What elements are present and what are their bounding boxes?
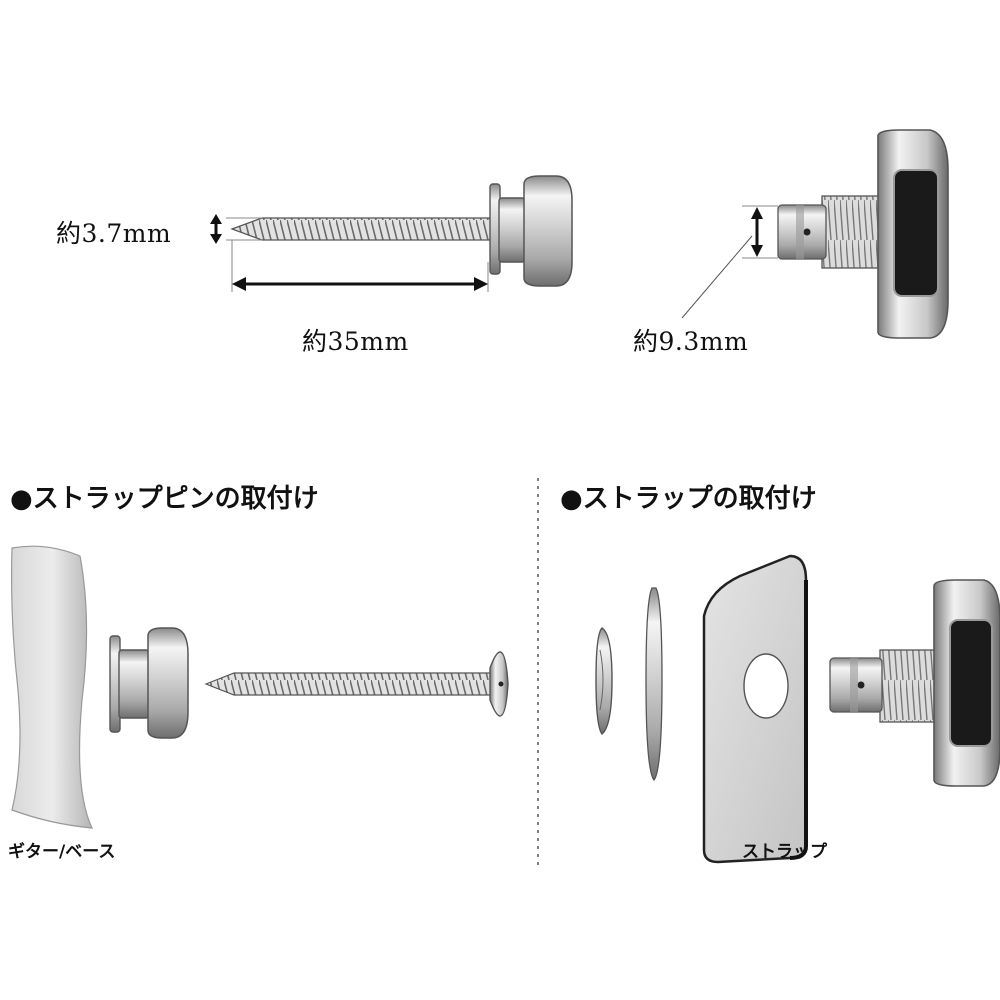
guitar-body-caption: ギター/ベース	[8, 842, 116, 862]
pin-install-heading: ●ストラップピンの取付け	[10, 484, 319, 514]
strap-install-diagram	[595, 554, 1000, 864]
strap-install-heading: ●ストラップの取付け	[560, 484, 817, 514]
leader-line	[681, 235, 753, 319]
pin-neck	[498, 197, 526, 263]
length-label: 約35mm	[302, 327, 409, 356]
install-screw	[204, 672, 493, 696]
pin-with-screw-top	[210, 175, 573, 292]
guitar-body	[11, 545, 93, 829]
head-diameter-label: 約9.3mm	[633, 327, 749, 356]
pin-head	[523, 175, 573, 287]
diameter-label: 約3.7mm	[56, 219, 172, 248]
pin-install-diagram	[11, 545, 509, 829]
strap-lock-top	[681, 129, 949, 339]
screw-shank	[230, 217, 493, 241]
strap-hole	[743, 653, 789, 719]
strap-caption: ストラップ	[742, 842, 827, 862]
